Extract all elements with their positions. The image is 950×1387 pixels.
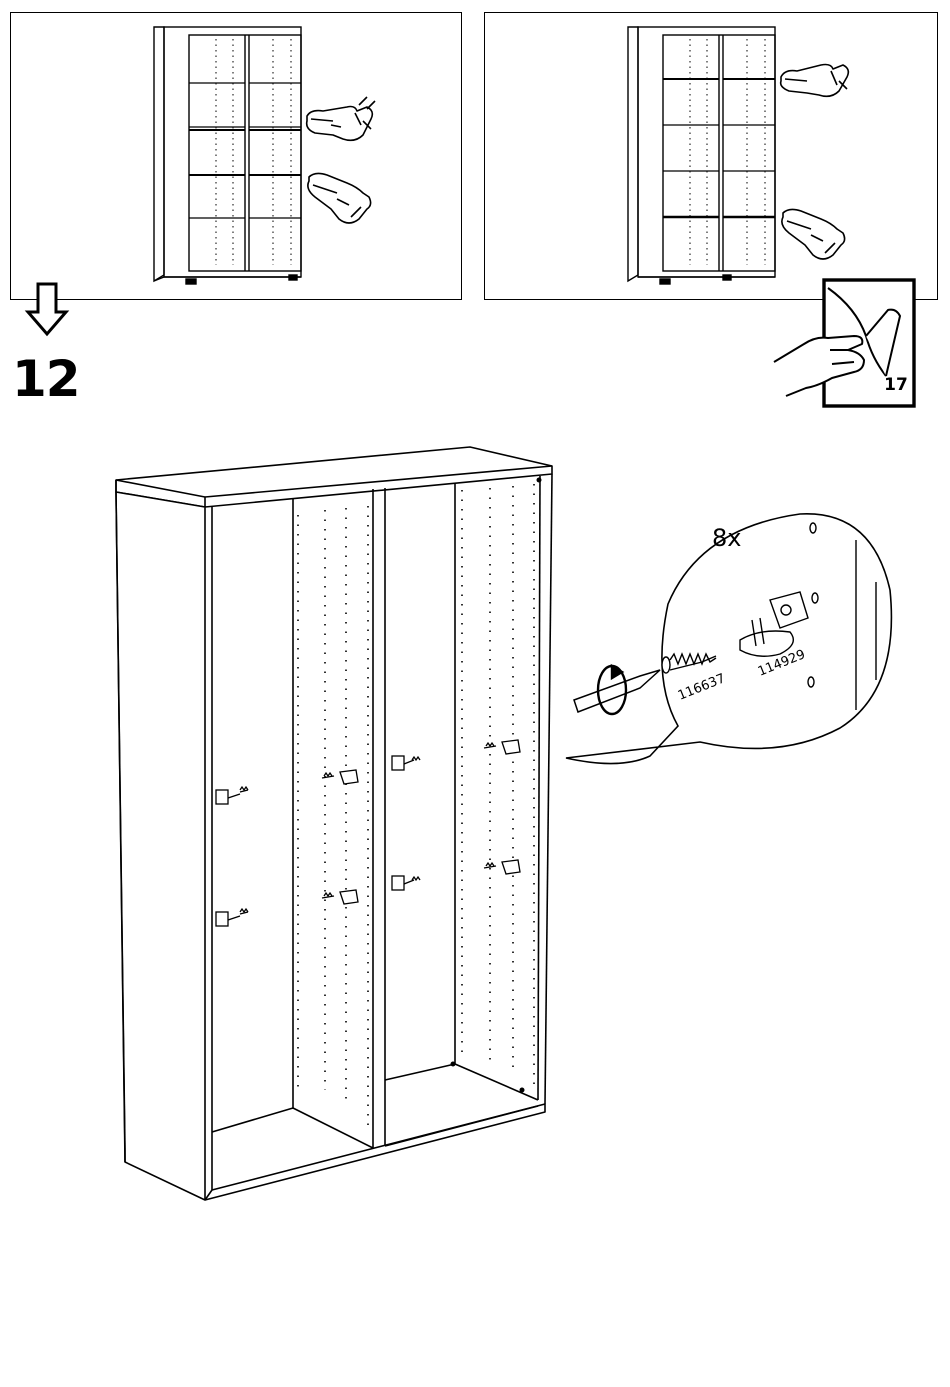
wall-bracket-fitting	[322, 770, 358, 784]
quantity-label: 8x	[712, 524, 741, 552]
page-turn-reference: 17	[768, 278, 920, 410]
page-ref-number: 17	[884, 375, 908, 395]
pointing-hand-icon	[781, 65, 849, 97]
wall-bracket-fitting	[392, 756, 420, 770]
bookcase-assembly-drawing: 8x 116637 114929	[0, 430, 950, 1230]
wall-bracket-fitting	[484, 860, 520, 874]
wall-bracket-fitting	[216, 787, 248, 804]
bookcase-overview-left	[11, 13, 463, 301]
wall-bracket-fitting	[484, 740, 520, 754]
wall-bracket-fitting	[392, 876, 420, 890]
wall-bracket-fitting	[322, 890, 358, 904]
overview-panel-left	[10, 12, 462, 300]
pointing-hand-icon	[782, 209, 845, 259]
wall-bracket-fitting	[216, 909, 248, 926]
bookcase-overview-right	[485, 13, 939, 301]
detail-callout: 8x 116637 114929	[566, 514, 891, 764]
overview-panel-right	[484, 12, 938, 300]
pointing-hand-icon	[307, 97, 375, 140]
pointing-hand-icon	[308, 173, 371, 223]
step-number: 12	[12, 354, 80, 404]
down-arrow-icon	[24, 282, 70, 338]
